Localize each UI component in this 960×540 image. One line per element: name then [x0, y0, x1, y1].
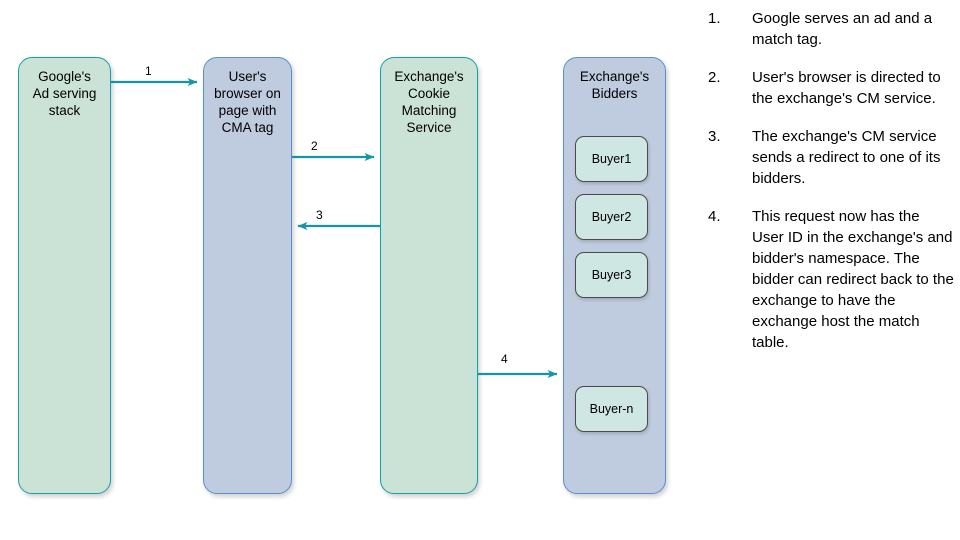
buyer-label: Buyer3 [591, 267, 632, 282]
step-item-4: 4. This request now has the User ID in t… [708, 206, 954, 353]
step-number: 3. [708, 128, 721, 145]
node-user-browser[interactable]: User's browser on page with CMA tag [203, 57, 292, 494]
buyer-box-3[interactable]: Buyer3 [575, 252, 648, 298]
step-item-2: 2. User's browser is directed to the exc… [708, 67, 954, 109]
buyer-label: Buyer1 [591, 151, 632, 166]
steps-list: 1. Google serves an ad and a match tag. … [708, 8, 954, 370]
buyer-label: Buyer-n [589, 401, 634, 416]
arrow-1-label: 1 [145, 64, 152, 78]
step-text: The exchange's CM service sends a redire… [752, 128, 941, 187]
step-item-1: 1. Google serves an ad and a match tag. [708, 8, 954, 50]
arrow-4-label: 4 [501, 352, 508, 366]
step-number: 1. [708, 10, 721, 27]
step-text: Google serves an ad and a match tag. [752, 10, 933, 48]
step-text: User's browser is directed to the exchan… [752, 69, 941, 107]
node-label: User's browser on page with CMA tag [214, 69, 281, 135]
buyer-box-2[interactable]: Buyer2 [575, 194, 648, 240]
buyer-box-1[interactable]: Buyer1 [575, 136, 648, 182]
node-label: Exchange's Bidders [579, 69, 650, 101]
buyer-label: Buyer2 [591, 209, 632, 224]
step-number: 2. [708, 69, 721, 86]
node-exchange-cookie-matching-service[interactable]: Exchange's Cookie Matching Service [380, 57, 478, 494]
step-item-3: 3. The exchange's CM service sends a red… [708, 126, 954, 189]
arrow-3-label: 3 [316, 208, 323, 222]
node-google-ad-serving-stack[interactable]: Google's Ad serving stack [18, 57, 111, 494]
node-label: Google's Ad serving stack [32, 69, 97, 118]
step-text: This request now has the User ID in the … [752, 208, 954, 351]
step-number: 4. [708, 208, 721, 225]
buyer-box-n[interactable]: Buyer-n [575, 386, 648, 432]
node-label: Exchange's Cookie Matching Service [394, 69, 464, 135]
arrow-2-label: 2 [311, 139, 318, 153]
